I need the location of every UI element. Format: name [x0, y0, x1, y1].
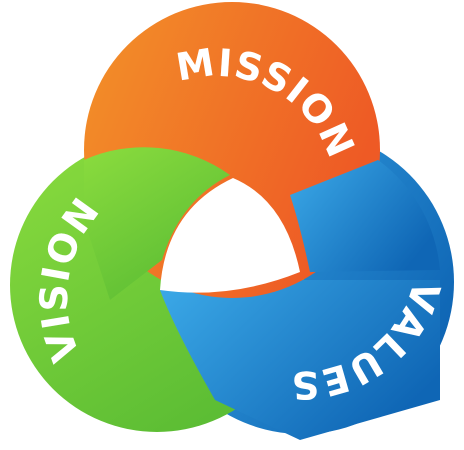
center-hole	[160, 178, 300, 293]
vision-over-mission-segment	[84, 147, 230, 300]
values-over-mission-segment	[290, 160, 440, 272]
values-ring-overlap-right	[290, 160, 440, 272]
values-ring-overlap	[160, 280, 440, 440]
values-over-vision-segment	[160, 280, 440, 440]
vision-ring-overlap	[84, 147, 230, 300]
